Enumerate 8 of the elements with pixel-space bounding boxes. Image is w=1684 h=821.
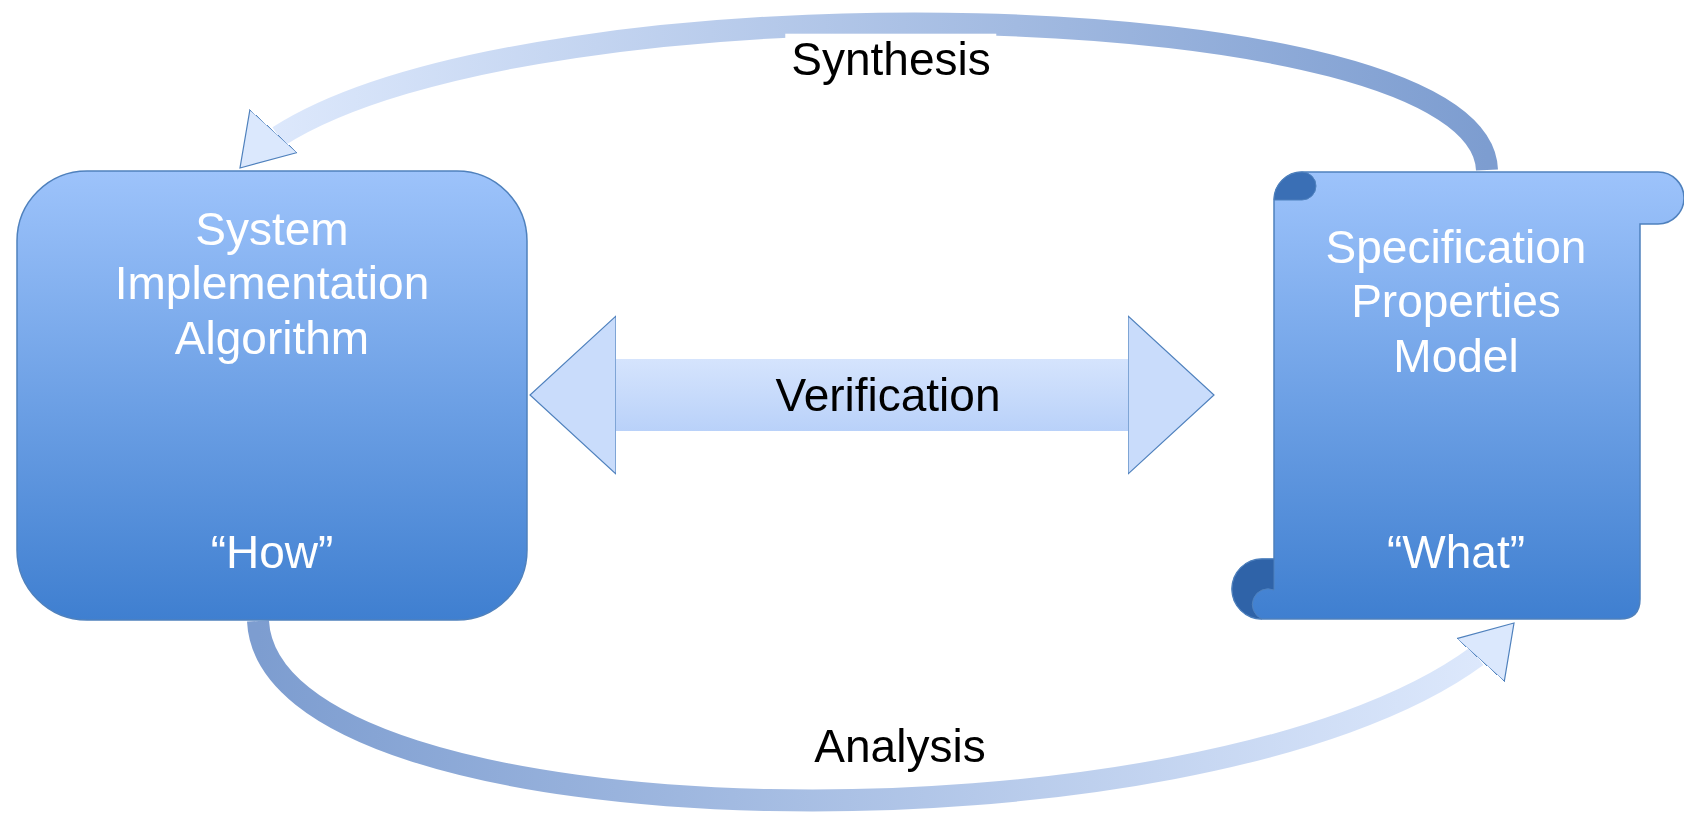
box-title: Specification Properties Model (1324, 220, 1588, 383)
box-title: System Implementation Algorithm (113, 202, 431, 365)
edge-label: Synthesis (785, 33, 997, 85)
edge-label: Verification (774, 369, 1002, 421)
double-arrow (529, 315, 1215, 475)
box-subtitle: “How” (209, 525, 335, 580)
box-subtitle: “What” (1386, 525, 1526, 580)
rounded-box (16, 170, 528, 621)
